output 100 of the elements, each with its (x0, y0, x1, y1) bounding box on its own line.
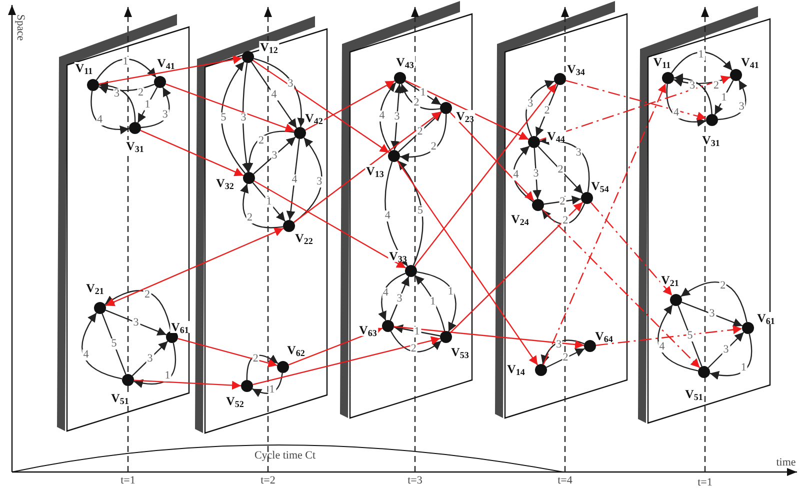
transition-arrow (414, 83, 557, 267)
vertex-label: V$_{51}$ (684, 388, 704, 400)
weighted-arrow (674, 74, 712, 114)
transition-arrow (405, 80, 529, 140)
vertex-label: V$_{52}$ (225, 395, 245, 407)
transition-arrow (293, 111, 442, 223)
vertex-label: V$_{11}$ (652, 56, 672, 68)
weighted-arrow (98, 81, 136, 122)
vertex-label: V$_{61}$ (170, 321, 190, 333)
transition-arrow (540, 75, 730, 141)
weighted-arrow (380, 82, 396, 152)
weighted-arrow (90, 90, 130, 134)
vertex-label: V$_{62}$ (286, 344, 306, 356)
edge-label: 3 (688, 80, 696, 92)
vertex-label: V$_{22}$ (294, 232, 314, 244)
vertex-label: V$_{61}$ (756, 312, 776, 324)
weighted-arrow (670, 52, 733, 74)
vertex-label: V$_{23}$ (455, 110, 475, 122)
edge-label: 4 (82, 349, 90, 360)
weighted-arrow (400, 84, 440, 110)
weighted-arrow (390, 84, 404, 150)
weighted-arrow (134, 342, 176, 388)
axis-label: t=3 (408, 476, 422, 486)
weighted-arrow (394, 324, 440, 336)
transition-arrow (304, 80, 396, 131)
vertex-label: V$_{63}$ (358, 324, 378, 336)
weighted-arrow (242, 62, 251, 172)
vertex-label: V$_{11}$ (74, 62, 94, 74)
weighted-arrow (540, 136, 590, 192)
edge-label: 3 (722, 344, 730, 356)
transition-arrow (450, 202, 584, 334)
vertex-label: V$_{31}$ (125, 140, 145, 152)
transition-arrow (394, 326, 584, 349)
vertex-label: V$_{64}$ (594, 330, 614, 342)
edge-label: 2 (543, 105, 551, 116)
weighted-arrow (541, 340, 585, 364)
edge-label: 1 (268, 384, 276, 396)
weighted-arrow (680, 282, 748, 322)
vertex-label: V$_{33}$ (388, 250, 408, 262)
weighted-arrow (541, 203, 586, 224)
vertex-label: V$_{21}$ (85, 282, 105, 294)
transition-arrow (450, 112, 534, 202)
edge-label: 3 (161, 109, 169, 120)
edge-label: 5 (416, 205, 424, 216)
weighted-arrow (513, 146, 534, 202)
transition-arrow (165, 84, 295, 132)
weighted-arrow (250, 62, 298, 128)
edge-label: 3 (393, 112, 401, 122)
edge-label: 2 (416, 126, 424, 138)
weighted-arrow (526, 80, 555, 137)
weighted-arrow (666, 84, 706, 126)
edge-label: 3 (316, 176, 324, 188)
weighted-arrow (82, 312, 122, 380)
weighted-arrow (708, 332, 744, 368)
vertex-label: V$_{53}$ (450, 346, 470, 358)
edge-label: 1 (720, 92, 728, 103)
axis-label: t=1 (120, 476, 136, 486)
weighted-arrow (390, 330, 442, 352)
vertex-label: V$_{51}$ (110, 392, 130, 404)
weighted-arrow (416, 271, 456, 332)
weighted-arrow (252, 372, 283, 397)
weighted-arrow (254, 58, 306, 128)
edge-label: 1 (429, 296, 437, 308)
edge-label: 1 (697, 49, 705, 60)
edge-label: 3 (146, 353, 154, 364)
edge-label: 5 (686, 330, 694, 342)
transition-arrow (542, 83, 666, 365)
vertex-label: V$_{31}$ (701, 134, 721, 146)
axis-label: t=2 (260, 476, 276, 486)
vertex-label: V$_{41}$ (740, 56, 760, 68)
edge-label: 2 (412, 98, 420, 109)
weighted-arrow (538, 146, 584, 194)
transition-arrow (252, 336, 440, 386)
weighted-arrow (140, 87, 171, 128)
edge-label: 1 (419, 88, 427, 98)
weighted-arrow (378, 272, 406, 321)
weighted-arrow (132, 340, 168, 376)
transition-arrow (590, 202, 672, 296)
weighted-arrow (658, 304, 698, 372)
edge-label: 4 (512, 169, 520, 180)
axis-label: Space (14, 14, 26, 41)
transition-arrow (288, 327, 383, 366)
weighted-arrow (384, 162, 408, 266)
transition-arrow (596, 325, 742, 346)
transition-arrow (254, 180, 406, 269)
edge-label: 3 (132, 317, 140, 328)
vertex-label: V$_{12}$ (259, 41, 279, 53)
transition-arrow (140, 130, 244, 176)
weighted-arrow (246, 354, 278, 380)
transition-arrow (542, 208, 700, 368)
edge-label: 3 (708, 308, 716, 320)
edge-label: 2 (143, 289, 151, 300)
axis-label: Cycle time Ct (254, 450, 316, 462)
weighted-arrow (710, 334, 752, 380)
vertex-label: V$_{32}$ (215, 177, 235, 189)
weighted-arrow (221, 61, 246, 174)
transition-arrow (105, 228, 284, 306)
axis-label: t=4 (558, 476, 572, 486)
weighted-arrow (414, 275, 446, 332)
weighted-arrow (96, 58, 157, 80)
